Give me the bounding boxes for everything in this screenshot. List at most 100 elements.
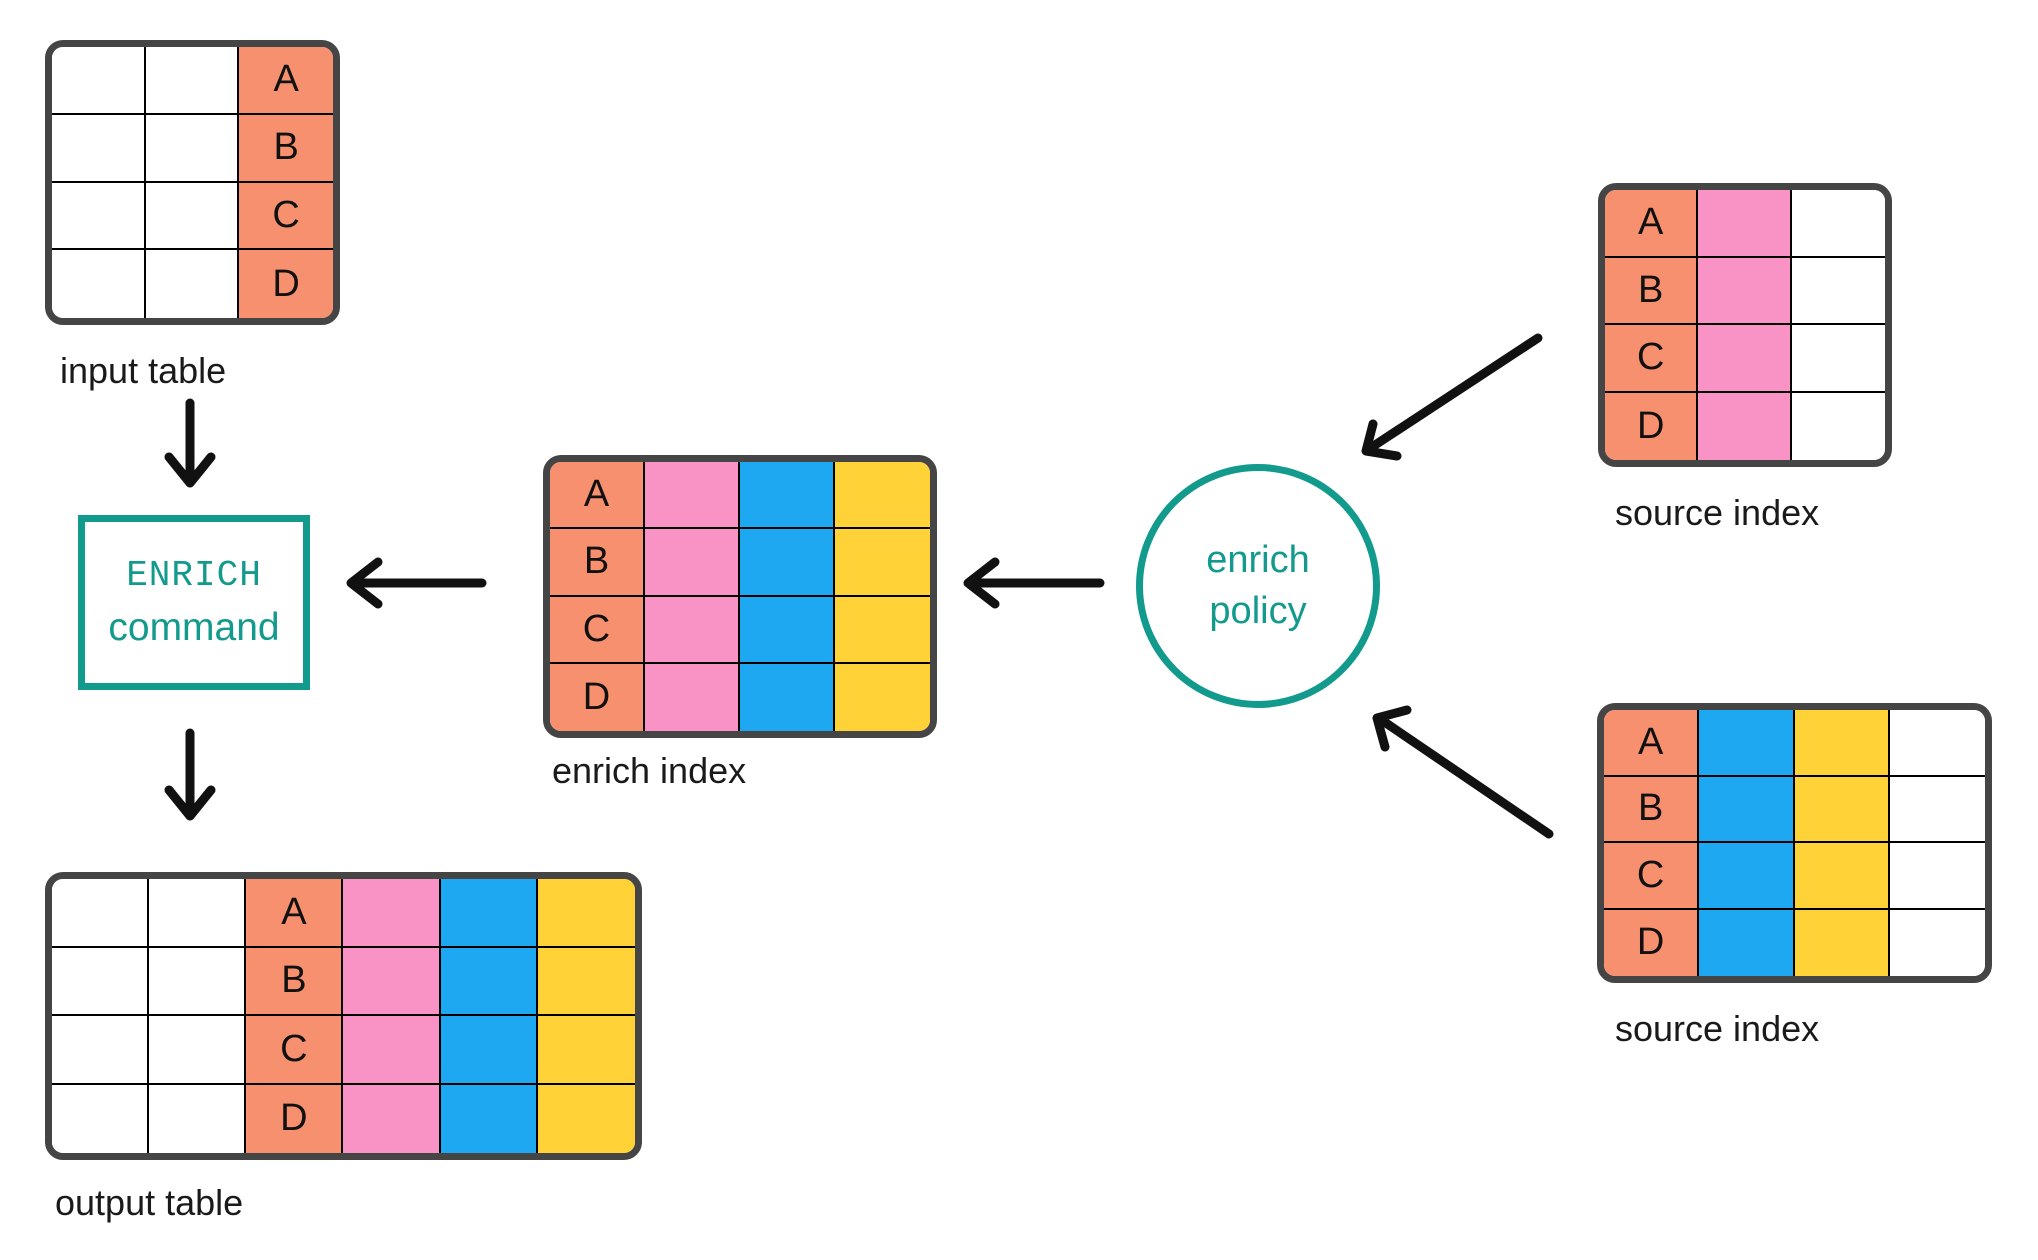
table-cell xyxy=(740,529,835,597)
table-cell xyxy=(1889,843,1985,910)
arrow-policy-to-index xyxy=(963,557,1105,609)
table-cell xyxy=(1794,776,1890,843)
table-cell xyxy=(1889,909,1985,976)
table-cell xyxy=(537,1016,635,1085)
table-cell xyxy=(1698,325,1792,393)
table-cell xyxy=(1791,190,1885,258)
table-cell xyxy=(52,47,146,115)
table-cell xyxy=(149,879,247,948)
arrow-index-to-command xyxy=(346,557,487,609)
table-cell xyxy=(645,596,740,664)
table-cell xyxy=(145,47,240,115)
enrich-index-label: enrich index xyxy=(552,750,747,791)
table-cell: C xyxy=(1605,325,1699,393)
table-cell: D xyxy=(239,250,333,318)
table-cell xyxy=(1889,776,1985,843)
table-cell xyxy=(1794,843,1890,910)
table-cell xyxy=(1791,392,1885,460)
table-cell xyxy=(52,879,150,948)
output-table-label: output table xyxy=(55,1182,244,1223)
enrich-policy-node: enrich policy xyxy=(1136,464,1380,708)
table-cell xyxy=(145,250,240,318)
table-cell: A xyxy=(1604,710,1700,777)
table-cell: C xyxy=(1604,843,1700,910)
enrich-command-node: ENRICH command xyxy=(78,515,310,690)
table-cell: C xyxy=(239,182,333,251)
table-cell: D xyxy=(550,663,645,731)
table-cell xyxy=(343,879,441,948)
table-cell xyxy=(1698,392,1792,460)
table-cell: D xyxy=(246,1084,344,1153)
table-cell xyxy=(52,182,146,251)
source-index-top-label: source index xyxy=(1615,492,1820,533)
input-table-label: input table xyxy=(60,350,227,391)
table-cell xyxy=(835,596,930,664)
table-cell: C xyxy=(246,1016,344,1085)
enrich-policy-line2: policy xyxy=(1209,590,1307,632)
table-cell xyxy=(740,663,835,731)
table-cell xyxy=(1794,710,1890,777)
table-cell xyxy=(145,114,240,183)
table-cell: D xyxy=(1605,392,1699,460)
table-cell xyxy=(440,1084,538,1153)
table-cell xyxy=(835,663,930,731)
table-cell: B xyxy=(1605,257,1699,325)
table-cell xyxy=(343,1016,441,1085)
table-cell xyxy=(1698,190,1792,258)
table-cell: A xyxy=(246,879,344,948)
table-cell xyxy=(740,596,835,664)
table-cell xyxy=(52,114,146,183)
table-cell xyxy=(835,462,930,530)
table-cell: A xyxy=(550,462,645,530)
table-cell xyxy=(149,947,247,1016)
table-cell xyxy=(1791,257,1885,325)
table-cell: B xyxy=(550,529,645,597)
table-cell xyxy=(343,1084,441,1153)
table-cell: D xyxy=(1604,909,1700,976)
arrow-top-source-to-policy xyxy=(1361,333,1543,461)
arrow-input-to-command xyxy=(164,398,216,488)
table-cell xyxy=(1699,843,1795,910)
table-cell xyxy=(52,250,146,318)
table-cell xyxy=(1699,710,1795,777)
arrow-bottom-source-to-policy xyxy=(1372,705,1554,839)
table-cell: C xyxy=(550,596,645,664)
enrich-policy-line1: enrich xyxy=(1206,538,1310,581)
table-cell xyxy=(149,1016,247,1085)
table-cell: B xyxy=(246,947,344,1016)
table-cell xyxy=(645,462,740,530)
enrich-command-word: command xyxy=(108,606,280,649)
table-cell xyxy=(537,1084,635,1153)
table-cell xyxy=(537,947,635,1016)
table-cell xyxy=(1699,909,1795,976)
table-cell xyxy=(440,1016,538,1085)
table-cell: A xyxy=(239,47,333,115)
table-cell xyxy=(537,879,635,948)
table-cell xyxy=(645,663,740,731)
arrow-command-to-output xyxy=(164,728,216,821)
table-cell: A xyxy=(1605,190,1699,258)
table-cell xyxy=(343,947,441,1016)
table-cell xyxy=(145,182,240,251)
table-cell: B xyxy=(1604,776,1700,843)
table-cell xyxy=(52,947,150,1016)
table-cell xyxy=(1889,710,1985,777)
table-cell xyxy=(740,462,835,530)
table-cell xyxy=(645,529,740,597)
table-cell xyxy=(52,1016,150,1085)
table-cell xyxy=(440,879,538,948)
table-cell xyxy=(1698,257,1792,325)
table-cell xyxy=(1699,776,1795,843)
table-cell: B xyxy=(239,114,333,183)
table-cell xyxy=(1791,325,1885,393)
table-cell xyxy=(835,529,930,597)
enrich-command-keyword: ENRICH xyxy=(126,555,262,596)
source-index-bottom-label: source index xyxy=(1615,1008,1820,1049)
